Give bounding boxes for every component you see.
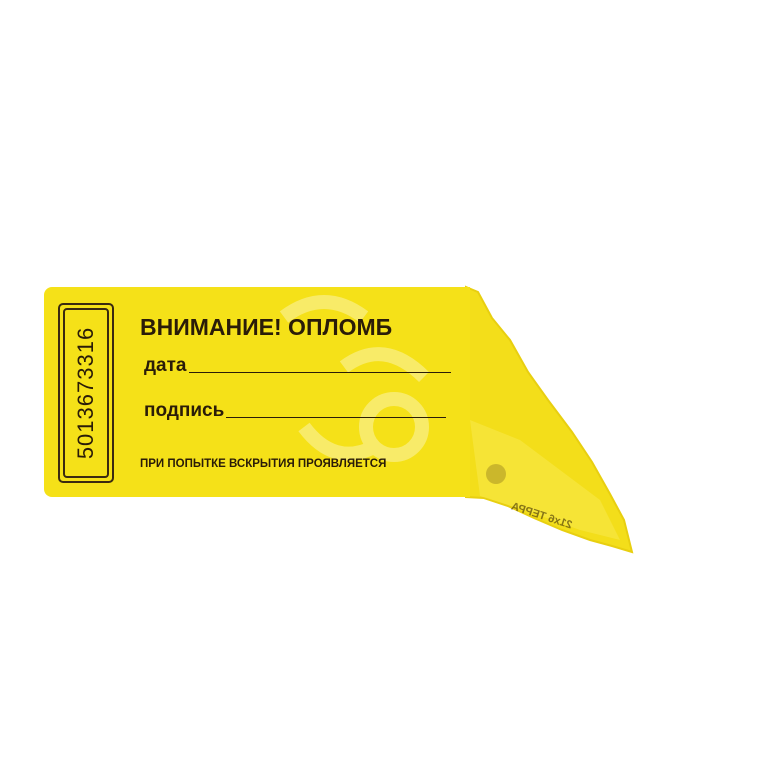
date-label: дата <box>144 355 187 376</box>
void-watermark <box>279 295 429 462</box>
security-seal-sticker: 5013673316 ВНИМАНИЕ! ОПЛОМБ дата подпись… <box>44 287 470 497</box>
signature-label: подпись <box>144 400 225 421</box>
serial-number: 5013673316 <box>73 326 98 460</box>
seal-heading: ВНИМАНИЕ! ОПЛОМБ <box>140 314 393 340</box>
tamper-warning-text: ПРИ ПОПЫТКЕ ВСКРЫТИЯ ПРОЯВЛЯЕТСЯ <box>140 458 387 470</box>
date-field: дата <box>144 355 451 377</box>
serial-number-box: 5013673316 <box>58 303 114 483</box>
signature-field: подпись <box>144 400 447 422</box>
